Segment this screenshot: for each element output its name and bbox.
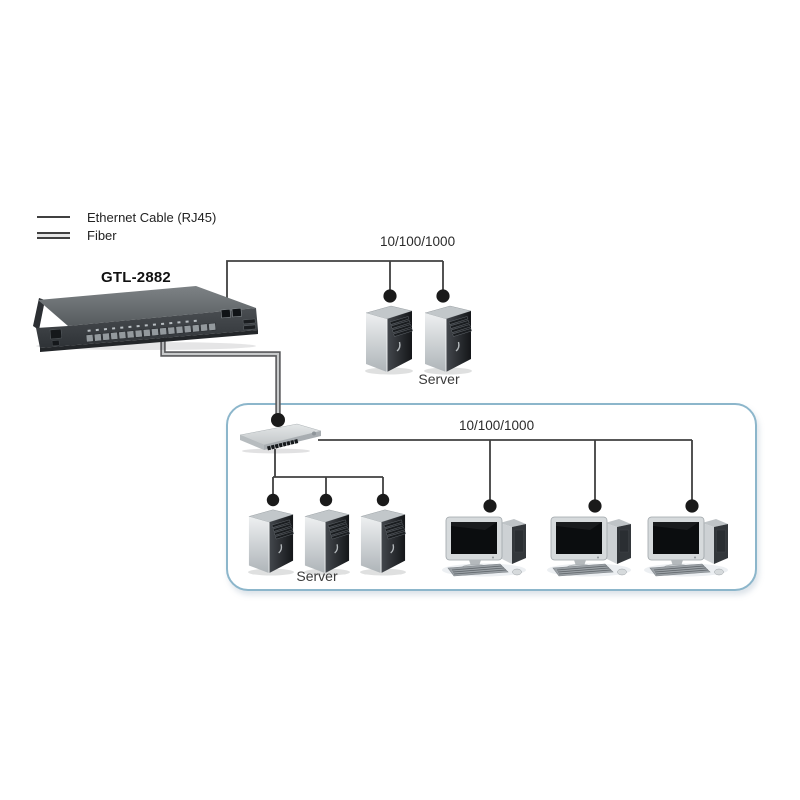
workstation-image [545, 514, 637, 578]
server-tower-image [356, 505, 410, 576]
connection-node-dot [436, 289, 450, 303]
workstation-image [642, 514, 734, 578]
server-tower-image [244, 505, 298, 576]
server-tower-image [420, 301, 476, 375]
connection-node-dot [266, 493, 280, 507]
server-tower-image [300, 505, 354, 576]
connection-node-dot [588, 499, 602, 513]
connection-node-dot [685, 499, 699, 513]
legend-item-ethernet: Ethernet Cable (RJ45) [37, 209, 216, 225]
uplink-speed-label: 10/100/1000 [380, 234, 456, 249]
core-switch-model-label: GTL-2882 [101, 269, 171, 286]
connection-node-dot [319, 493, 333, 507]
ethernet-line-sample-icon [37, 216, 70, 218]
connection-node-dot [483, 499, 497, 513]
connection-node-dot [271, 413, 285, 427]
lan-server-group-label: Server [296, 568, 338, 584]
connection-node-dot [376, 493, 390, 507]
server-tower-image [361, 301, 417, 375]
desktop-switch-image [234, 422, 324, 454]
legend-item-fiber: Fiber [37, 227, 117, 243]
ethernet-line-uplink [226, 260, 444, 314]
connection-node-dot [383, 289, 397, 303]
legend-label-fiber: Fiber [87, 227, 117, 243]
workstation-image [440, 514, 532, 578]
core-switch-image [28, 283, 263, 353]
legend-label-ethernet: Ethernet Cable (RJ45) [87, 209, 217, 225]
ethernet-line-lan-workstations [318, 439, 693, 502]
lan-speed-label: 10/100/1000 [459, 418, 535, 433]
ethernet-line-lan-servers [272, 449, 384, 497]
uplink-server-group-label: Server [418, 371, 460, 387]
fiber-line-sample-icon [37, 231, 70, 239]
